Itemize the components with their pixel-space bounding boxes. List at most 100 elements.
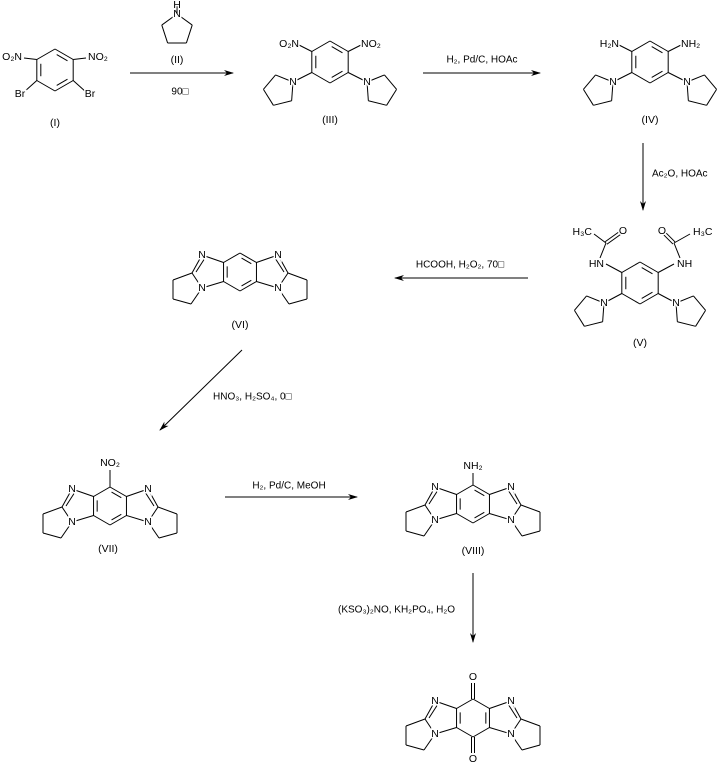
imidazole-bond	[61, 506, 73, 523]
ring-bond	[54, 80, 74, 92]
imidazole-bond	[61, 488, 73, 508]
ring-bond	[239, 281, 257, 292]
ring-double-bond	[56, 54, 68, 62]
compound-label-I: (I)	[50, 117, 60, 129]
ring-bond	[472, 484, 490, 495]
pyrrolidine-bond	[583, 74, 596, 90]
ring-bond	[472, 727, 490, 738]
ring-double-bond	[111, 491, 122, 499]
ring-bond	[54, 48, 74, 60]
imidazole-bond	[489, 513, 512, 521]
bromine-atom: Br	[85, 88, 96, 100]
bond	[657, 263, 675, 273]
imidazole-bond	[126, 488, 149, 497]
imidazole-bond	[434, 700, 457, 709]
condition-step-2: H₂, Pd/C, HOAc	[446, 55, 517, 66]
imidazole-bond	[256, 254, 279, 263]
nitrogen-atom: N	[68, 516, 76, 528]
compound-label-VIII: (VIII)	[462, 545, 485, 557]
imidazole-bond	[191, 254, 203, 274]
nitro-group: NO₂	[100, 457, 120, 469]
ring-bond	[311, 72, 331, 84]
imidazole-bond	[424, 718, 436, 735]
nitrogen-atom: N	[198, 249, 206, 261]
bond	[296, 43, 313, 52]
ring-bond	[329, 72, 349, 84]
pyrrolidine-bond	[520, 718, 541, 727]
pyrrolidine-bond	[677, 321, 696, 327]
imidazole-bond	[489, 486, 512, 495]
hydrogen-atom: H	[173, 0, 181, 11]
bond	[347, 43, 364, 52]
pyrrolidine-bond	[157, 506, 178, 515]
nitrogen-atom: N	[431, 514, 439, 526]
double-bond	[606, 233, 622, 245]
pyrrolidine-bond	[172, 298, 192, 305]
imidazole-double-bond	[274, 257, 285, 273]
condition-step-1: 90□	[171, 87, 188, 98]
pyrrolidine-bond	[704, 74, 717, 90]
condition-step-4: HCOOH, H₂O₂, 70□	[416, 260, 504, 271]
nitrogen-atom: N	[507, 514, 515, 526]
ring-double-bond	[641, 267, 653, 275]
pyrrolidine-bond	[42, 532, 62, 539]
pyrrolidine-bond	[686, 74, 705, 83]
imidazole-bond	[510, 504, 522, 521]
bond	[667, 43, 684, 52]
ring-bond	[36, 48, 56, 60]
pyrrolidine-bond	[405, 530, 425, 537]
ring-bond	[639, 293, 659, 305]
imidazole-bond	[277, 254, 289, 274]
ring-bond	[109, 486, 127, 497]
nitrogen-atom: N	[289, 76, 297, 88]
methyl-group: H₃C	[693, 226, 713, 238]
nitrogen-atom: N	[507, 481, 515, 493]
condition-step-3: Ac₂O, HOAc	[652, 169, 708, 180]
pyrrolidine-bond	[60, 521, 73, 539]
nitrogen-atom: N	[431, 695, 439, 707]
ring-bond	[456, 698, 474, 709]
pyrrolidine-bond	[510, 519, 523, 537]
nitrogen-atom: N	[144, 483, 152, 495]
pyrrolidine-bond	[686, 81, 689, 101]
pyrrolidine-bond	[521, 530, 541, 537]
bond	[605, 263, 623, 273]
pyrrolidine-bond	[161, 13, 178, 26]
pyrrolidine-bond	[291, 81, 294, 101]
oxygen-atom: O	[658, 225, 666, 237]
compound-label-II: (II)	[171, 54, 184, 66]
nitrogen-atom: N	[274, 282, 282, 294]
ring-double-bond	[56, 78, 68, 86]
nitrogen-atom: N	[672, 297, 680, 309]
ring-bond	[109, 515, 127, 526]
pyrrolidine-bond	[586, 295, 605, 304]
compound-label-VI: (VI)	[232, 319, 249, 331]
ring-bond	[223, 281, 241, 292]
ring-double-bond	[331, 70, 343, 78]
pyrrolidine-bond	[574, 295, 587, 311]
amino-group: H₂N	[600, 38, 619, 50]
ring-double-bond	[241, 279, 252, 287]
ring-bond	[621, 261, 641, 273]
imidazole-bond	[71, 488, 94, 497]
pyrrolidine-bond	[688, 100, 707, 106]
pyrrolidine-bond	[288, 298, 308, 305]
amino-group: NH₂	[681, 38, 700, 50]
pyrrolidine-bond	[583, 89, 594, 106]
compound-label-III: (III)	[322, 114, 338, 126]
pyrrolidine-bond	[602, 302, 605, 322]
nitrogen-atom: N	[600, 297, 608, 309]
condition-step-7: (KSO₃)₂NO, KH₂PO₄, H₂O	[338, 605, 455, 616]
bond	[292, 72, 313, 83]
bond	[347, 72, 368, 83]
oxygen-atom: O	[469, 753, 477, 765]
nitro-group: NO₂	[361, 38, 381, 50]
bond	[673, 233, 691, 244]
imidazole-bond	[256, 281, 279, 289]
ring-bond	[239, 252, 257, 263]
imidazole-bond	[489, 727, 512, 735]
bond	[593, 233, 607, 244]
pyrrolidine-bond	[510, 733, 523, 751]
pyrrolidine-bond	[611, 81, 614, 101]
